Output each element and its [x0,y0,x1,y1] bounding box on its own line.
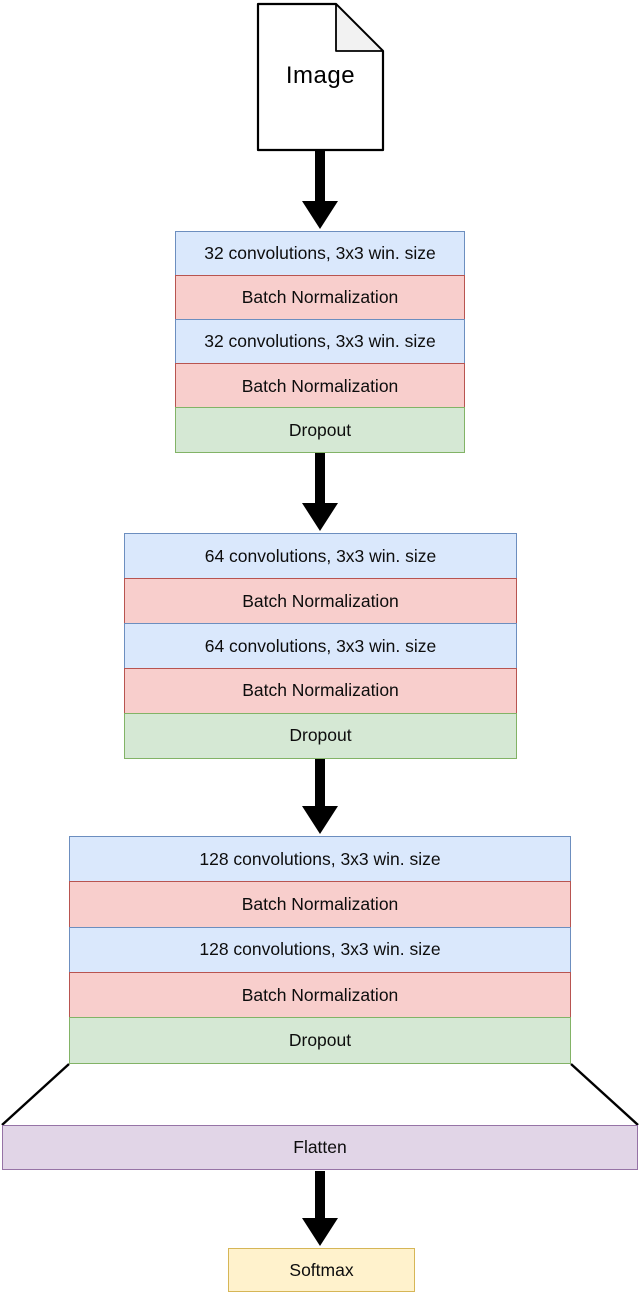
bn-layer: Batch Normalization [175,275,465,321]
bn-layer: Batch Normalization [69,971,571,1019]
flatten-layer: Flatten [2,1125,638,1170]
conv-layer: 32 convolutions, 3x3 win. size [175,319,465,365]
flatten-label: Flatten [293,1137,347,1157]
bn-layer: Batch Normalization [124,667,517,715]
flatten-funnel-left-line [1,1063,70,1126]
softmax-layer: Softmax [228,1248,415,1292]
dropout-layer: Dropout [69,1017,571,1064]
flatten-funnel-right-line [570,1063,639,1126]
arrow-flatten-to-softmax [302,1171,338,1246]
document-fold-icon [335,3,384,52]
conv-layer: 64 convolutions, 3x3 win. size [124,622,517,670]
conv-layer: 128 convolutions, 3x3 win. size [69,836,571,883]
softmax-label: Softmax [289,1259,354,1280]
input-image-label: Image [285,62,356,89]
bn-layer: Batch Normalization [124,577,517,625]
bn-layer: Batch Normalization [69,881,571,929]
conv-layer: 64 convolutions, 3x3 win. size [124,533,517,580]
conv-layer: 128 convolutions, 3x3 win. size [69,926,571,974]
arrow-block1-to-block2 [302,453,338,531]
bn-layer: Batch Normalization [175,363,465,409]
arrow-image-to-block1 [302,151,338,229]
conv-layer: 32 convolutions, 3x3 win. size [175,231,465,277]
arrow-block2-to-block3 [302,759,338,834]
dropout-layer: Dropout [124,712,517,760]
dropout-layer: Dropout [175,407,465,453]
